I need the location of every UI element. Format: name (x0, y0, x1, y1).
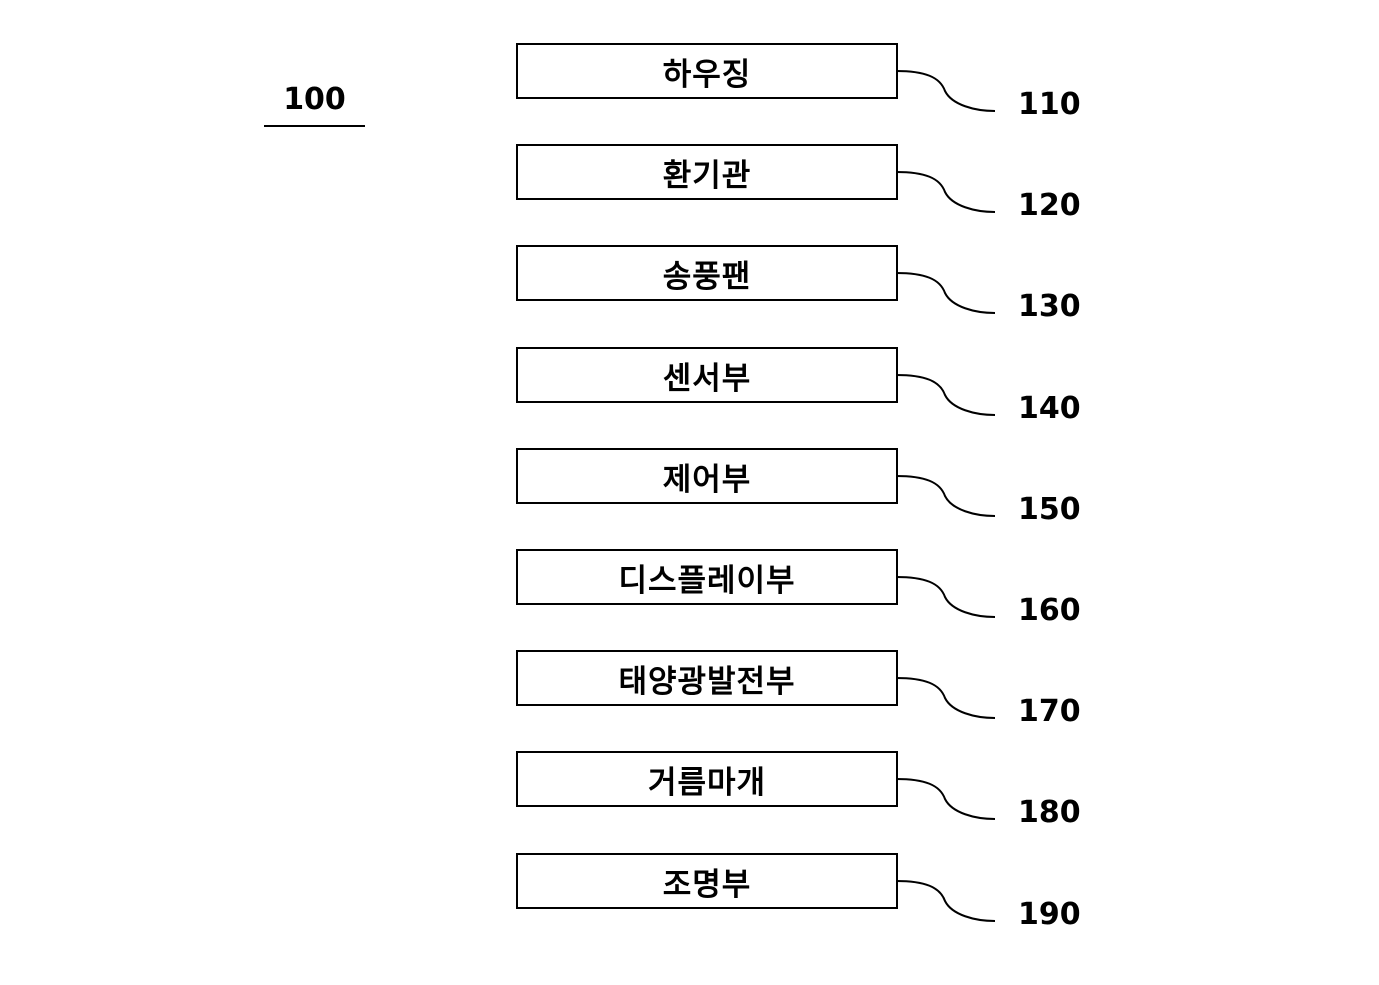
component-box: 제어부 (516, 448, 898, 504)
component-reference-number: 140 (1018, 391, 1081, 426)
leader-line (895, 677, 996, 719)
component-box: 송풍팬 (516, 245, 898, 301)
leader-line (895, 70, 996, 112)
component-reference-number: 180 (1018, 795, 1081, 830)
leader-line (895, 475, 996, 517)
component-box: 하우징 (516, 43, 898, 99)
component-reference-number: 190 (1018, 897, 1081, 932)
component-label: 거름마개 (647, 764, 767, 801)
component-label: 조명부 (662, 866, 752, 903)
component-reference-number: 170 (1018, 694, 1081, 729)
component-box: 센서부 (516, 347, 898, 403)
component-reference-number: 130 (1018, 289, 1081, 324)
component-box: 환기관 (516, 144, 898, 200)
component-reference-number: 160 (1018, 593, 1081, 628)
component-reference-number: 120 (1018, 188, 1081, 223)
leader-line (895, 880, 996, 922)
component-box: 조명부 (516, 853, 898, 909)
component-label: 환기관 (662, 157, 752, 194)
leader-line (895, 778, 996, 820)
leader-line (895, 171, 996, 213)
component-label: 센서부 (662, 360, 752, 397)
component-label: 하우징 (662, 56, 752, 93)
component-box: 태양광발전부 (516, 650, 898, 706)
leader-line (895, 272, 996, 314)
component-label: 제어부 (662, 461, 752, 498)
leader-line (895, 374, 996, 416)
component-box: 거름마개 (516, 751, 898, 807)
component-label: 송풍팬 (662, 258, 752, 295)
component-label: 태양광발전부 (618, 663, 796, 700)
system-reference-number: 100 (283, 82, 346, 117)
leader-line (895, 576, 996, 618)
component-reference-number: 150 (1018, 492, 1081, 527)
component-label: 디스플레이부 (618, 562, 796, 599)
component-box: 디스플레이부 (516, 549, 898, 605)
component-reference-number: 110 (1018, 87, 1081, 122)
reference-underline (264, 125, 365, 127)
